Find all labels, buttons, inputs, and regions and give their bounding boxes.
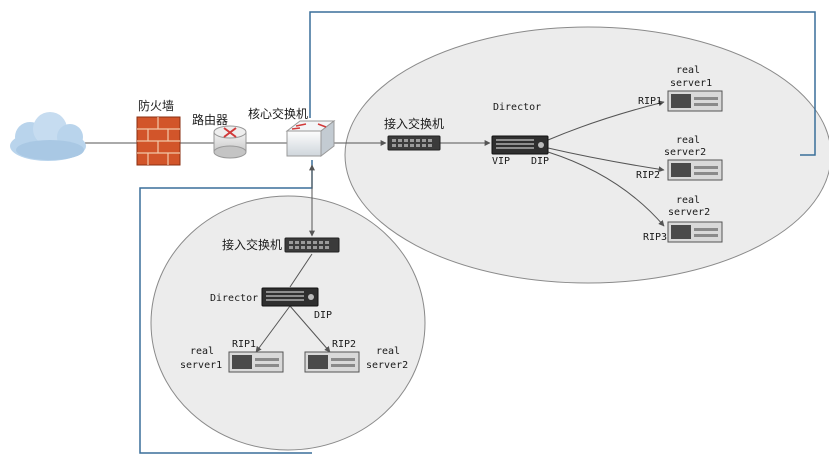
label-rs2-right-a: real [676,135,700,146]
label-rs1-left-b: server1 [180,360,222,371]
label-dip-left: DIP [314,310,332,321]
link-director-rs3-right [547,151,665,227]
link-director-rs1-left [255,305,291,353]
label-rip2-left: RIP2 [332,339,356,350]
label-rs2-left-a: real [376,346,400,357]
link-director-rs1-right [547,100,665,141]
access-switch-right-icon [387,135,441,151]
real-server2-left-icon [304,351,360,373]
right-cluster-ellipse [344,26,829,284]
label-vip: VIP [492,156,510,167]
firewall-icon [136,116,181,166]
left-cluster-ellipse [150,195,426,451]
label-rip1-left: RIP1 [232,339,256,350]
real-server3-right-icon [667,221,723,243]
label-router: 路由器 [192,112,228,127]
real-server1-right-icon [667,90,723,112]
director-right-icon [491,135,549,155]
label-rs1-left-a: real [190,346,214,357]
link-director-rs2-right [547,147,665,173]
label-dip-right: DIP [531,156,549,167]
link-access-director-left [289,253,313,288]
router-icon [213,125,247,159]
label-core-switch: 核心交换机 [248,106,308,121]
label-rs1-right-a: real [676,65,700,76]
label-rip3-right: RIP3 [643,232,667,243]
label-rs3-right-b: server2 [668,207,710,218]
real-server1-left-icon [228,351,284,373]
real-server2-right-icon [667,159,723,181]
access-switch-left-icon [284,237,340,253]
label-rs3-right-a: real [676,195,700,206]
cloud-icon [10,112,86,161]
label-rs2-right-b: server2 [664,147,706,158]
link-director-rs2-left [289,305,331,353]
right-loop-line [309,11,816,156]
label-rip2-right: RIP2 [636,170,660,181]
core-switch-icon [285,119,336,158]
label-director-right: Director [493,102,541,113]
label-rs1-right-b: server1 [670,78,712,89]
director-left-icon [261,287,319,307]
label-access-switch-right: 接入交换机 [384,116,444,131]
label-rs2-left-b: server2 [366,360,408,371]
label-rip1-right: RIP1 [638,96,662,107]
label-director-left: Director [210,293,258,304]
label-firewall: 防火墙 [138,98,174,113]
label-access-switch-left: 接入交换机 [222,237,282,252]
